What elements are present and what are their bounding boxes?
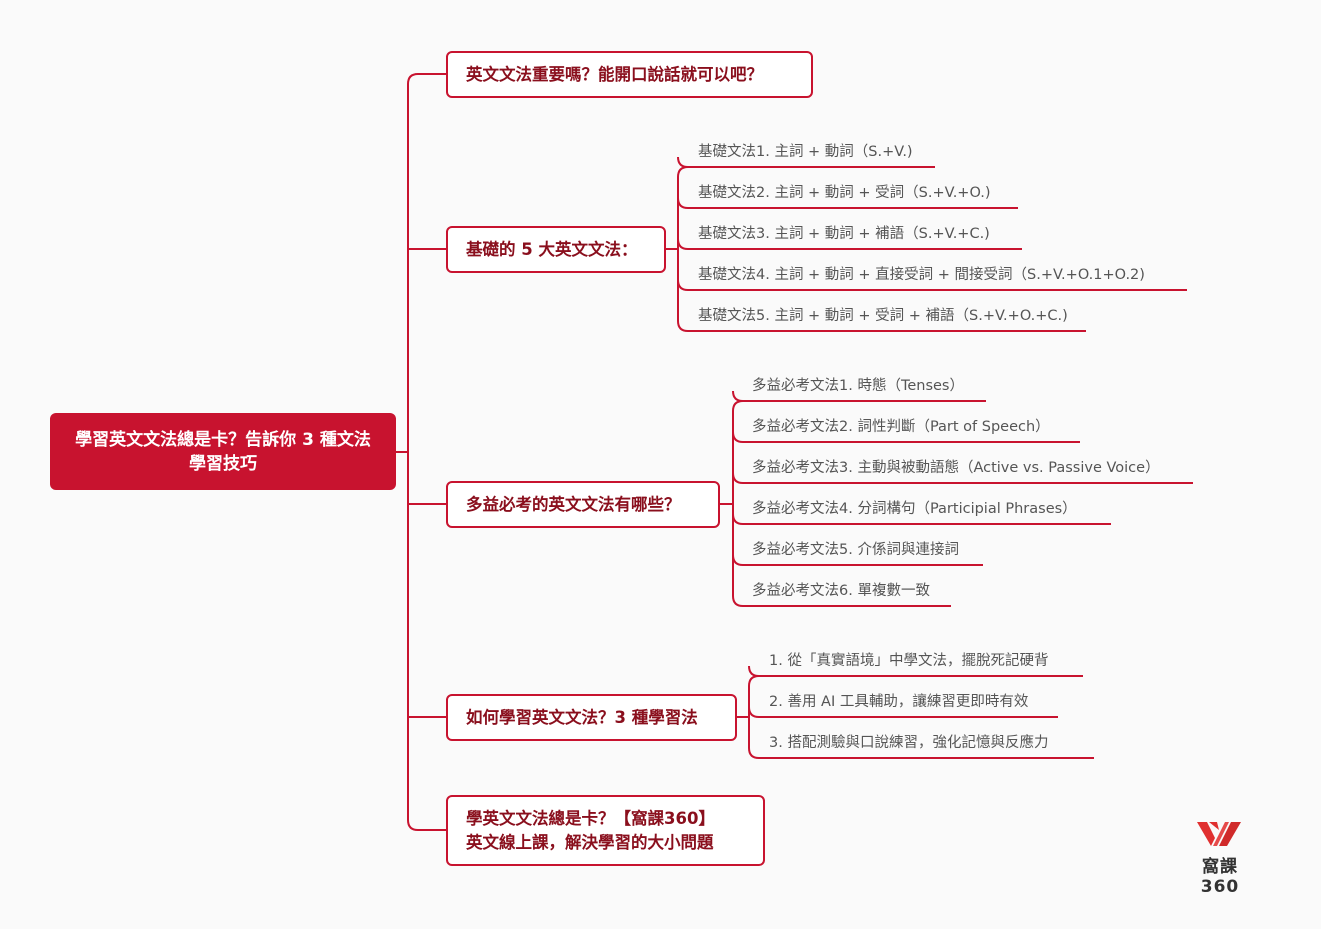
leaf-item[interactable]: 基礎文法5. 主詞 + 動詞 + 受詞 + 補語（S.+V.+O.+C.)	[698, 308, 1068, 324]
branch-label: 如何學習英文文法？3 種學習法	[466, 707, 698, 727]
leaf-item[interactable]: 基礎文法4. 主詞 + 動詞 + 直接受詞 + 間接受詞（S.+V.+O.1+O…	[698, 267, 1145, 283]
leaf-underline	[748, 706, 1058, 718]
branch-course-promo[interactable]: 學英文文法總是卡？【窩課360】 英文線上課，解決學習的大小問題	[446, 795, 765, 866]
leaf-underline	[732, 431, 1080, 443]
leaf-item[interactable]: 多益必考文法2. 詞性判斷（Part of Speech）	[752, 419, 1050, 435]
leaf-underline	[732, 472, 1193, 484]
leaf-underline	[677, 166, 689, 178]
leaf-underline	[677, 320, 1086, 332]
root-node[interactable]: 學習英文文法總是卡？告訴你 3 種文法學習技巧	[50, 413, 396, 490]
leaf-underline	[748, 747, 1094, 759]
branch-basic-grammar[interactable]: 基礎的 5 大英文文法：	[446, 226, 666, 273]
branch-label: 多益必考的英文文法有哪些？	[466, 494, 681, 514]
leaf-item[interactable]: 多益必考文法1. 時態（Tenses）	[752, 378, 964, 394]
leaf-underline	[748, 675, 760, 687]
leaf-underline	[677, 279, 1187, 291]
branch-connector	[407, 819, 446, 831]
leaf-underline	[732, 400, 744, 412]
branch-toeic-grammar[interactable]: 多益必考的英文文法有哪些？	[446, 481, 720, 528]
leaf-item[interactable]: 多益必考文法6. 單複數一致	[752, 583, 930, 599]
branch-learning-methods[interactable]: 如何學習英文文法？3 種學習法	[446, 694, 737, 741]
leaf-underline	[732, 554, 983, 566]
branch-label: 學英文文法總是卡？【窩課360】 英文線上課，解決學習的大小問題	[466, 808, 715, 852]
leaf-underline	[677, 197, 1018, 209]
leaf-item[interactable]: 多益必考文法5. 介係詞與連接詞	[752, 542, 959, 558]
branch-grammar-importance[interactable]: 英文文法重要嗎？能開口說話就可以吧？	[446, 51, 813, 98]
leaf-item[interactable]: 基礎文法2. 主詞 + 動詞 + 受詞（S.+V.+O.)	[698, 185, 991, 201]
leaf-item[interactable]: 基礎文法3. 主詞 + 動詞 + 補語（S.+V.+C.)	[698, 226, 990, 242]
leaf-item[interactable]: 多益必考文法4. 分詞構句（Participial Phrases）	[752, 501, 1077, 517]
leaf-item[interactable]: 多益必考文法3. 主動與被動語態（Active vs. Passive Voic…	[752, 460, 1160, 476]
leaf-underline	[732, 595, 951, 607]
branch-label: 英文文法重要嗎？能開口說話就可以吧？	[466, 64, 763, 84]
logo-icon	[1197, 822, 1241, 846]
leaf-underline	[677, 238, 1022, 250]
leaf-item[interactable]: 2. 善用 AI 工具輔助，讓練習更即時有效	[769, 694, 1029, 710]
root-title: 學習英文文法總是卡？告訴你 3 種文法學習技巧	[75, 429, 371, 474]
leaf-item[interactable]: 1. 從「真實語境」中學文法，擺脫死記硬背	[769, 653, 1049, 669]
leaf-item[interactable]: 3. 搭配測驗與口說練習，強化記憶與反應力	[769, 735, 1049, 751]
logo-text: 窩課360	[1200, 857, 1240, 897]
branch-label: 基礎的 5 大英文文法：	[466, 239, 638, 259]
branch-connector	[407, 73, 446, 85]
leaf-item[interactable]: 基礎文法1. 主詞 + 動詞（S.+V.)	[698, 144, 913, 160]
logo: 窩課360	[1184, 818, 1256, 897]
leaf-underline	[732, 513, 1111, 525]
